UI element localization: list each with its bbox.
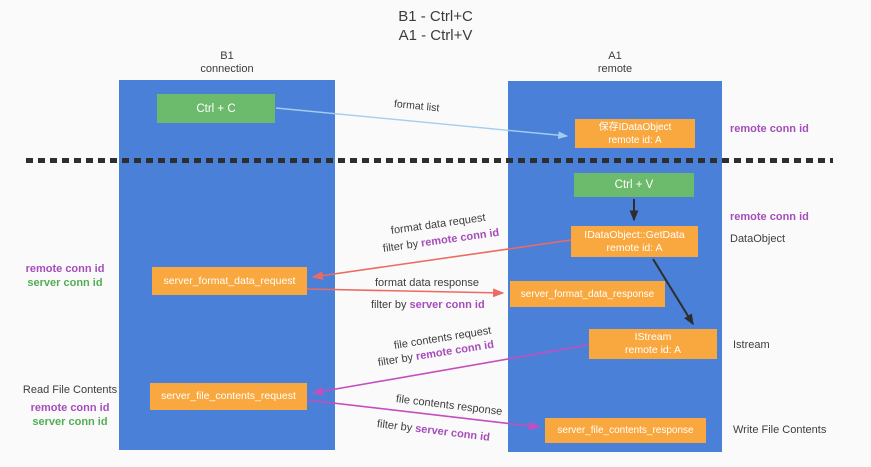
lifeline-b1-header: B1 connection [119,50,335,76]
filter-by-text: filter by [382,238,419,255]
istream-line1: IStream [634,331,672,343]
left-conn-id-group-top: remote conn id server conn id [5,262,125,290]
left-server-conn-id-top: server conn id [27,277,103,289]
left-conn-id-group-bottom: remote conn id server conn id [10,401,130,429]
save-dataobject-box: 保存IDataObject remote id: A [575,119,695,148]
format-list-label: format list [393,98,440,115]
ctrl-v-box: Ctrl + V [574,173,694,197]
istream-box: IStream remote id: A [589,329,717,359]
filter-by-text: filter by [377,351,414,369]
server-conn-id-text: server conn id [414,422,491,444]
left-remote-conn-id-top: remote conn id [25,263,105,275]
server-format-data-request-box: server_format_data_request [152,267,307,295]
title-line-2: A1 - Ctrl+V [398,27,473,44]
ctrl-v-label: Ctrl + V [614,179,654,191]
getdata-line1: IDataObject::GetData [584,228,685,241]
left-server-conn-id-bottom: server conn id [32,416,108,428]
server-file-contents-request-box: server_file_contents_request [150,383,307,410]
right-istream-label: Istream [733,339,770,351]
filter-by-text: filter by [376,418,413,435]
copy-paste-divider [26,158,833,163]
server-format-data-request-label: server_format_data_request [163,274,296,287]
right-write-file-contents-label: Write File Contents [733,424,827,436]
lifeline-a1-name: A1 [608,50,622,62]
right-remote-conn-id-top: remote conn id [730,123,809,135]
ctrl-c-label: Ctrl + C [196,102,236,115]
lifeline-a1-header: A1 remote [508,50,722,76]
save-dataobject-line2: remote id: A [608,134,662,146]
left-read-file-contents-label: Read File Contents [22,384,118,396]
server-conn-id-text: server conn id [409,299,485,311]
server-format-data-response-label: server_format_data_response [520,288,655,300]
ctrl-c-box: Ctrl + C [157,94,275,123]
filter-by-text: filter by [371,299,407,311]
getdata-line2: remote id: A [606,241,663,254]
format-data-response-label: format data response [375,277,479,289]
lifeline-b1-name: B1 [220,50,234,62]
right-remote-conn-id-mid: remote conn id [730,211,809,223]
format-data-response-arrow [306,288,505,298]
save-dataobject-line1: 保存IDataObject [598,121,672,133]
lifeline-a1-role: remote [597,63,633,75]
diagram-title: B1 - Ctrl+C A1 - Ctrl+V [0,7,871,45]
file-contents-response-label: file contents response [395,393,503,418]
server-format-data-response-box: server_format_data_response [510,281,665,307]
istream-line2: remote id: A [624,344,682,356]
title-line-1: B1 - Ctrl+C [398,8,473,25]
getdata-box: IDataObject::GetData remote id: A [571,226,698,257]
lifeline-b1-role: connection [200,63,254,75]
left-remote-conn-id-bottom: remote conn id [30,402,110,414]
server-file-contents-request-label: server_file_contents_request [161,390,296,402]
server-file-contents-response-box: server_file_contents_response [545,418,706,443]
right-dataobject-label: DataObject [730,233,786,245]
server-file-contents-response-label: server_file_contents_response [557,425,694,436]
